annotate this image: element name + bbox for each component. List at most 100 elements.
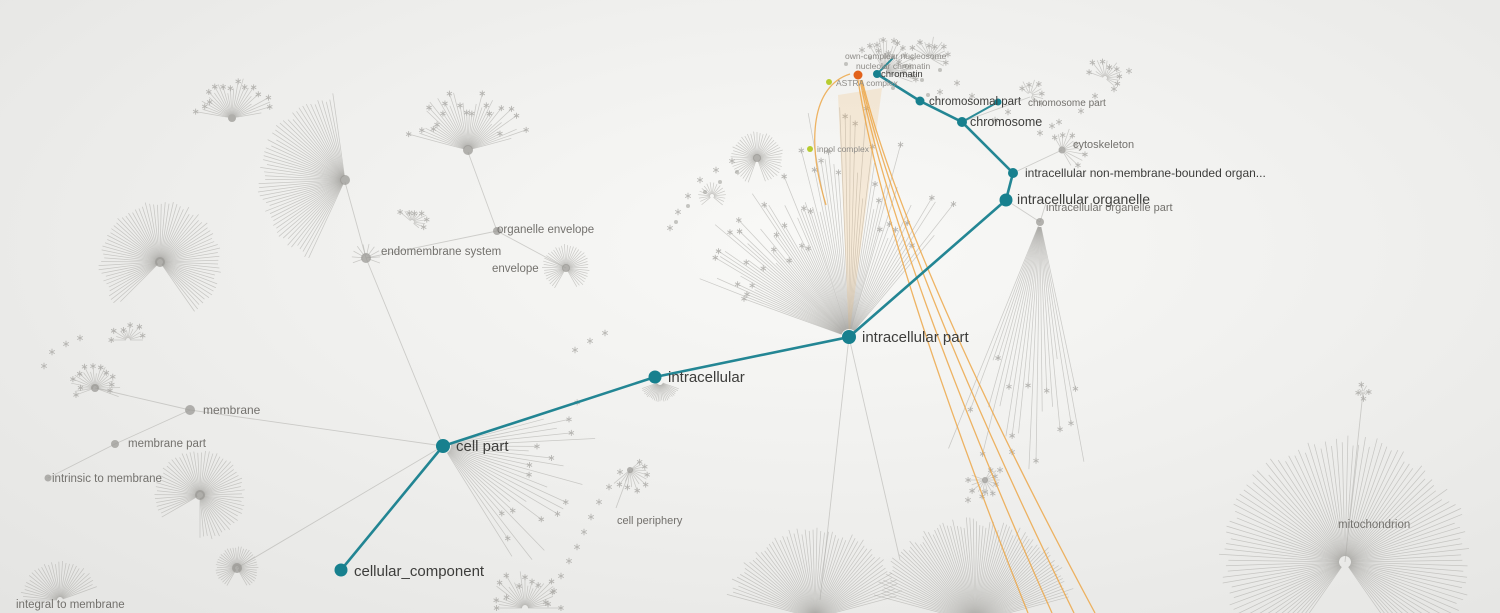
hub-node[interactable] bbox=[562, 264, 570, 272]
cluster-spoke bbox=[758, 135, 770, 156]
hub-node[interactable] bbox=[361, 253, 371, 263]
hub-node[interactable] bbox=[340, 175, 350, 185]
hub-node[interactable] bbox=[463, 145, 473, 155]
graph-label[interactable]: envelope bbox=[492, 263, 539, 275]
cluster-spoke bbox=[1350, 562, 1463, 589]
cluster-spoke bbox=[985, 481, 994, 494]
hub-node[interactable] bbox=[1058, 146, 1066, 154]
graph-label[interactable]: endomembrane system bbox=[381, 246, 501, 258]
graph-node[interactable] bbox=[999, 193, 1013, 207]
cluster-spoke bbox=[129, 326, 140, 339]
cluster-spoke bbox=[779, 540, 814, 613]
graph-label[interactable]: organelle envelope bbox=[497, 224, 594, 236]
cluster-spoke bbox=[96, 380, 114, 388]
cluster-spoke bbox=[215, 568, 236, 574]
leaf-star-icon bbox=[981, 488, 989, 496]
hub-node[interactable] bbox=[753, 154, 761, 162]
hub-node[interactable] bbox=[91, 384, 99, 392]
hub-node[interactable] bbox=[195, 490, 205, 500]
cluster-spoke bbox=[23, 596, 58, 601]
leaf-star-icon bbox=[573, 543, 581, 551]
graph-node[interactable] bbox=[957, 117, 967, 127]
cluster-spoke bbox=[276, 182, 343, 233]
graph-label[interactable]: membrane bbox=[203, 403, 261, 417]
graph-node[interactable] bbox=[436, 439, 450, 453]
cluster-spoke bbox=[233, 87, 254, 115]
leaf-star-icon bbox=[109, 373, 116, 380]
cluster-spoke bbox=[1350, 564, 1441, 613]
graph-label[interactable]: cytoskeleton bbox=[1073, 139, 1134, 151]
graph-label[interactable]: chromosome bbox=[970, 115, 1042, 129]
hub-node[interactable] bbox=[493, 227, 501, 235]
cluster-spoke bbox=[282, 120, 343, 178]
graph-label[interactable]: chromosome part bbox=[1028, 98, 1106, 109]
graph-label[interactable]: chromatin bbox=[881, 69, 923, 80]
graph-node[interactable] bbox=[334, 563, 348, 577]
cluster-spoke bbox=[852, 222, 908, 331]
cluster-spoke bbox=[237, 548, 247, 567]
graph-label[interactable]: intracellular non-membrane-bounded organ… bbox=[1025, 166, 1266, 180]
graph-label[interactable]: intrinsic to membrane bbox=[52, 473, 162, 485]
hub-node[interactable] bbox=[44, 474, 52, 482]
cluster-spoke bbox=[1308, 566, 1342, 613]
cluster-spoke bbox=[449, 449, 558, 515]
hub-node[interactable] bbox=[232, 563, 242, 573]
cluster-spoke bbox=[505, 575, 524, 606]
graph-label[interactable]: mitochondrion bbox=[1338, 519, 1410, 531]
small-dot bbox=[735, 170, 739, 174]
graph-label[interactable]: cell part bbox=[456, 438, 509, 455]
cluster-spoke bbox=[1288, 455, 1343, 557]
graph-node-green[interactable] bbox=[826, 79, 832, 85]
graph-label[interactable]: own-complex bbox=[845, 51, 896, 61]
graph-label[interactable]: chromosomal part bbox=[929, 96, 1022, 108]
hub-node[interactable] bbox=[111, 440, 119, 448]
graph-label[interactable]: integral to membrane bbox=[16, 599, 125, 611]
graph-label[interactable]: inpol complex bbox=[817, 144, 870, 154]
cluster-spoke bbox=[217, 558, 236, 568]
cluster-spoke bbox=[814, 169, 848, 330]
cluster-spoke bbox=[753, 131, 757, 156]
cluster-spoke bbox=[643, 383, 658, 393]
cluster-spoke bbox=[132, 212, 159, 260]
cluster-spoke bbox=[1027, 226, 1041, 386]
graph-label[interactable]: cellular_component bbox=[354, 563, 485, 580]
hub-node[interactable] bbox=[627, 467, 633, 473]
graph-node[interactable] bbox=[648, 370, 662, 384]
graph-label[interactable]: intracellular organelle part bbox=[1046, 202, 1173, 214]
graph-label[interactable]: intracellular bbox=[668, 369, 745, 386]
graph-node-orange[interactable] bbox=[853, 70, 863, 80]
hub-node[interactable] bbox=[155, 257, 165, 267]
graph-label[interactable]: cell periphery bbox=[617, 515, 683, 527]
graph-label[interactable]: intracellular part bbox=[862, 329, 970, 346]
cluster-spoke bbox=[1233, 564, 1340, 610]
graph-label[interactable]: nucleolar chromatin bbox=[856, 61, 930, 71]
cluster-spoke bbox=[887, 72, 913, 83]
graph-node[interactable] bbox=[873, 70, 881, 78]
graph-label[interactable]: intracellular organelle bbox=[1017, 191, 1150, 207]
leaf-star-icon bbox=[1125, 67, 1133, 75]
hub-node[interactable] bbox=[1036, 218, 1044, 226]
hub-node[interactable] bbox=[185, 405, 195, 415]
cluster-spoke bbox=[878, 581, 955, 613]
hub-node[interactable] bbox=[982, 477, 988, 483]
cluster-spoke bbox=[123, 329, 128, 339]
cluster-spoke bbox=[107, 239, 158, 262]
leaf-star-icon bbox=[1069, 132, 1076, 139]
leaf-star-icon bbox=[103, 369, 110, 376]
graph-node[interactable] bbox=[842, 330, 856, 344]
graph-node[interactable] bbox=[1008, 168, 1018, 178]
hub-node[interactable] bbox=[228, 114, 236, 122]
graph-node[interactable] bbox=[915, 96, 925, 106]
leaf-star-icon bbox=[926, 42, 932, 49]
cluster-spoke bbox=[852, 204, 912, 330]
cluster-spoke bbox=[287, 182, 343, 240]
graph-label[interactable]: ASTRA complex bbox=[836, 78, 899, 88]
graph-node[interactable] bbox=[994, 98, 1002, 106]
leaf-star-icon bbox=[558, 605, 564, 611]
graph-node-green[interactable] bbox=[807, 146, 813, 152]
cluster-spoke bbox=[1287, 565, 1341, 613]
graph-label[interactable]: membrane part bbox=[128, 438, 207, 450]
cluster-spoke bbox=[568, 267, 588, 269]
graph-label[interactable]: lear nucleosome bbox=[884, 51, 947, 61]
